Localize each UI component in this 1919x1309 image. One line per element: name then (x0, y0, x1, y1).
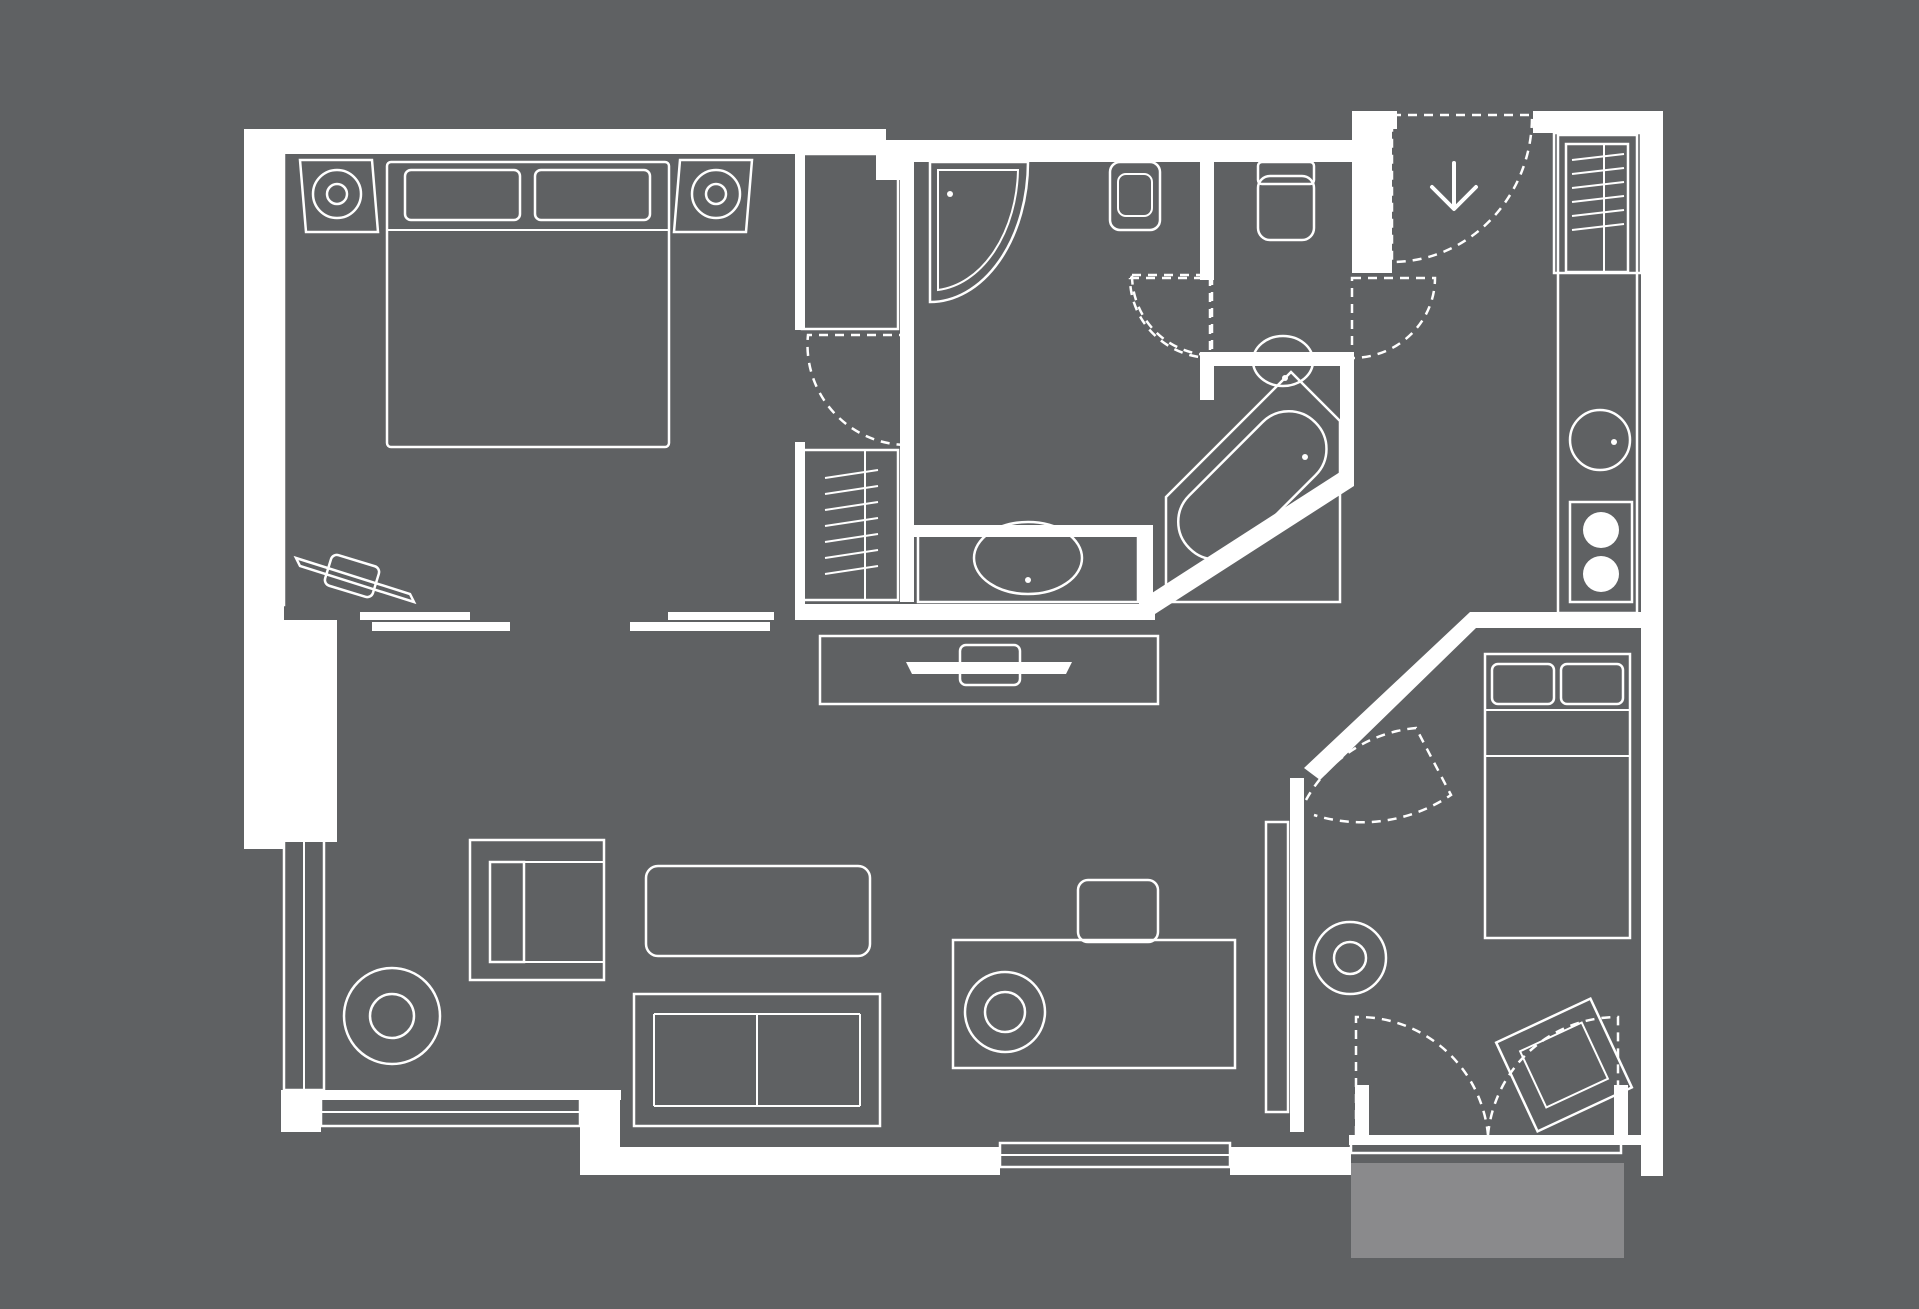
single-bed (1483, 652, 1632, 940)
closet (1264, 820, 1290, 1114)
balcony (1351, 1163, 1624, 1258)
desk (951, 878, 1237, 1070)
bedroom-wardrobe (800, 448, 900, 602)
toilet-room (1128, 160, 1437, 388)
sliding-partition (360, 612, 774, 631)
entrance-arrow-icon (1430, 161, 1478, 211)
bathtub (1164, 370, 1342, 604)
living-room (342, 634, 1237, 1128)
nightstand-lamp-left (298, 158, 380, 234)
tv-console (818, 634, 1160, 706)
toilet-door-swing-right (1350, 276, 1437, 360)
toilet-sink (1251, 334, 1315, 388)
second-bedroom-door-swing (1304, 726, 1453, 824)
kitchen-rack (1564, 142, 1630, 274)
side-lamp (1312, 920, 1388, 996)
double-bed (385, 160, 671, 449)
living-floor-lamp (342, 966, 442, 1066)
kitchen-sink (1568, 408, 1632, 472)
walls (244, 111, 1663, 1176)
toilet (1256, 160, 1316, 242)
bedroom-tv (293, 553, 417, 605)
kitchenette (1556, 133, 1639, 615)
entrance-door-swing (1390, 113, 1534, 264)
bidet (1108, 160, 1162, 232)
coffee-table (644, 864, 872, 958)
toilet-door-swing-left (1128, 276, 1214, 360)
nightstand-lamp-right (672, 158, 754, 234)
bathroom-door-swing (1130, 273, 1212, 357)
armchair (468, 838, 606, 982)
sofa (632, 992, 882, 1128)
windows (246, 131, 1643, 1169)
bedroom-cabinet (800, 152, 900, 331)
bathroom (916, 160, 1342, 604)
kitchen-counter (1556, 133, 1639, 615)
balcony-door-swing (1354, 1015, 1620, 1136)
bathroom-sink (916, 520, 1140, 604)
cooktop (1568, 500, 1634, 604)
entrance (1390, 113, 1534, 264)
second-bedroom (1264, 652, 1634, 1136)
shower (928, 160, 1030, 304)
bedroom-door-swing (806, 333, 909, 447)
bedroom (293, 152, 909, 631)
reading-chair (1494, 996, 1634, 1134)
